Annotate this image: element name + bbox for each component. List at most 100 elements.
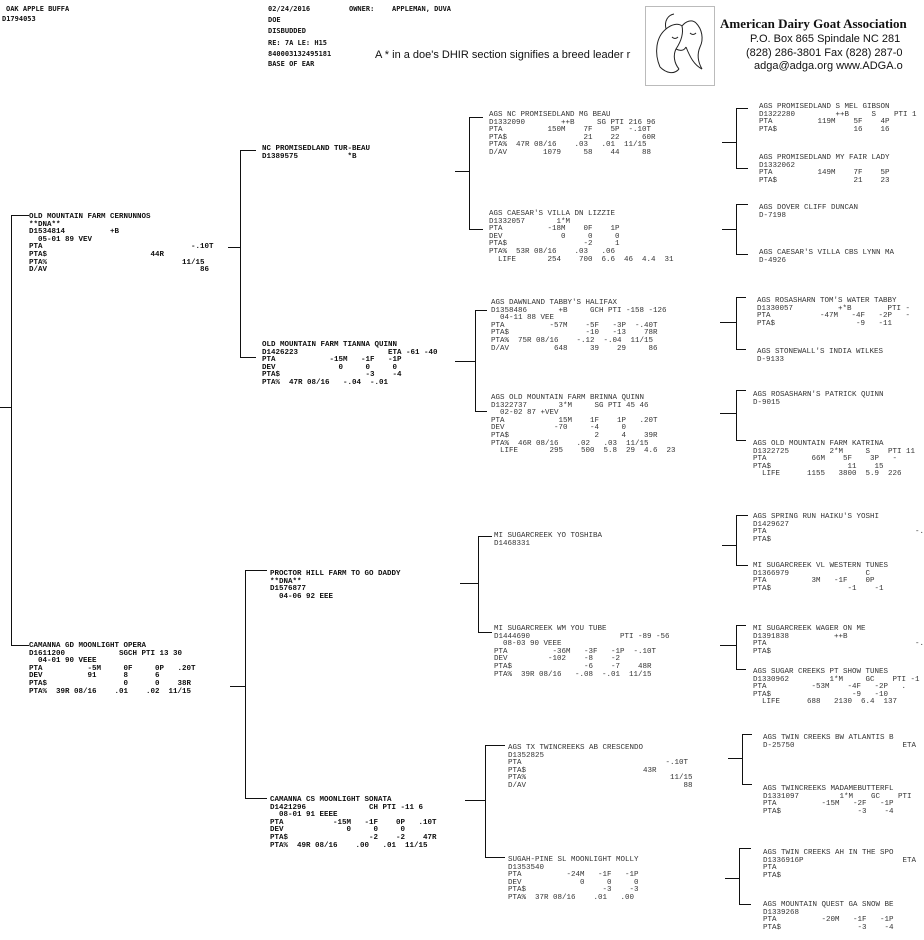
pedigree-connector — [0, 407, 11, 408]
pedigree-connector — [455, 171, 469, 172]
pedigree-connector — [720, 322, 736, 323]
pedigree-connector — [478, 536, 479, 632]
breed-leader-note: A * in a doe's DHIR section signifies a … — [375, 49, 631, 61]
tattoo: RE: 7A LE: H15 — [268, 39, 328, 47]
gen4-entry-14: AGS TWINCREEKS MADAMEBUTTERFL D1331097 1… — [763, 785, 912, 816]
pedigree-connector — [469, 117, 483, 118]
pedigree-connector — [469, 117, 470, 229]
pedigree-connector — [455, 361, 475, 362]
sire-sire-entry: NC PROMISEDLAND TUR-BEAU D1389575 *B — [262, 145, 371, 161]
pedigree-connector — [11, 215, 12, 645]
pedigree-connector — [742, 734, 752, 735]
pedigree-connector — [475, 310, 476, 411]
pedigree-connector — [11, 645, 29, 646]
microchip: 840003132495181 — [268, 50, 332, 58]
gen4-entry-5: AGS ROSASHARN TOM'S WATER TABBY D1330057… — [757, 297, 911, 328]
association-phone: (828) 286-3801 Fax (828) 287-0 — [746, 47, 903, 59]
pedigree-connector — [722, 545, 736, 546]
pedigree-connector — [736, 204, 748, 205]
chip-location: BASE OF EAR — [268, 60, 315, 68]
gen3-entry-7: AGS TX TWINCREEKS AB CRESCENDO D1352825 … — [508, 744, 693, 790]
gen4-entry-13: AGS TWIN CREEKS BW ATLANTIS B D-25750 ET… — [763, 734, 917, 750]
owner-label: OWNER: — [349, 5, 375, 13]
gen3-entry-5: MI SUGARCREEK YO TOSHIBA D1468331 — [494, 532, 603, 548]
pedigree-connector — [739, 848, 740, 904]
adga-logo — [645, 6, 715, 86]
pedigree-connector — [11, 215, 29, 216]
pedigree-connector — [736, 204, 737, 254]
gen4-entry-8: AGS OLD MOUNTAIN FARM KATRINA D1322725 2… — [753, 440, 916, 479]
pedigree-connector — [722, 229, 736, 230]
dam-sire-entry: PROCTOR HILL FARM TO GO DADDY **DNA** D1… — [270, 570, 401, 601]
gen4-entry-15: AGS TWIN CREEKS AH IN THE SPO D1336916P … — [763, 849, 917, 880]
pedigree-connector — [725, 878, 739, 879]
gen4-entry-16: AGS MOUNTAIN QUEST GA SNOW BE D1339268 P… — [763, 901, 894, 932]
pedigree-connector — [736, 108, 748, 109]
pedigree-connector — [739, 848, 751, 849]
date: 02/24/2016 — [268, 5, 311, 13]
pedigree-connector — [736, 297, 737, 349]
pedigree-connector — [485, 745, 505, 746]
sire-entry: OLD MOUNTAIN FARM CERNUNNOS **DNA** D153… — [29, 213, 214, 275]
dam-entry: CAMANNA GD MOONLIGHT OPERA D1611200 SGCH… — [29, 642, 196, 696]
pedigree-connector — [478, 536, 492, 537]
pedigree-connector — [742, 784, 752, 785]
pedigree-connector — [485, 857, 505, 858]
pedigree-connector — [720, 413, 736, 414]
pedigree-connector — [736, 669, 746, 670]
pedigree-connector — [736, 349, 746, 350]
pedigree-connector — [245, 570, 246, 798]
association-address: P.O. Box 865 Spindale NC 281 — [750, 33, 901, 45]
pedigree-connector — [245, 798, 267, 799]
animal-name: OAK APPLE BUFFA — [6, 5, 70, 13]
pedigree-connector — [722, 142, 736, 143]
gen4-entry-10: MI SUGARCREEK VL WESTERN TUNES D1366979 … — [753, 562, 889, 593]
pedigree-connector — [230, 686, 245, 687]
pedigree-connector — [736, 625, 746, 626]
gen3-entry-3: AGS DAWNLAND TABBY'S HALIFAX D1358486 +B… — [491, 299, 667, 353]
pedigree-connector — [469, 229, 483, 230]
pedigree-connector — [228, 247, 240, 248]
gen4-entry-11: MI SUGARCREEK WAGER ON ME D1391838 ++B P… — [753, 625, 924, 656]
pedigree-connector — [736, 440, 746, 441]
pedigree-connector — [478, 632, 492, 633]
pedigree-connector — [240, 150, 241, 357]
pedigree-connector — [742, 734, 743, 784]
pedigree-connector — [736, 625, 737, 669]
pedigree-connector — [736, 515, 748, 516]
gen3-entry-1: AGS NC PROMISEDLAND MG BEAU D1332090 ++B… — [489, 111, 656, 157]
dam-dam-entry: CAMANNA CS MOONLIGHT SONATA D1421296 CH … — [270, 796, 437, 850]
gen3-entry-8: SUGAH-PINE SL MOONLIGHT MOLLY D1353540 P… — [508, 856, 639, 902]
sire-dam-entry: OLD MOUNTAIN FARM TIANNA QUINN D1426223 … — [262, 341, 438, 387]
gen3-entry-6: MI SUGARCREEK WM YOU TUBE D1444690 PTI -… — [494, 625, 670, 679]
owner-name: APPLEMAN, DUVA — [392, 5, 452, 13]
pedigree-connector — [736, 515, 737, 565]
gen3-entry-2: AGS CAESAR'S VILLA DN LIZZIE D1332057 1*… — [489, 210, 674, 264]
association-web: adga@adga.org www.ADGA.o — [754, 60, 903, 72]
gen4-entry-2: AGS PROMISEDLAND MY FAIR LADY D1332062 P… — [759, 154, 890, 185]
pedigree-connector — [736, 168, 748, 169]
pedigree-connector — [736, 108, 737, 168]
gen4-entry-12: AGS SUGAR CREEKS PT SHOW TUNES D1330962 … — [753, 668, 920, 707]
gen4-entry-4: AGS CAESAR'S VILLA CBS LYNN MA D-4926 — [759, 249, 895, 265]
pedigree-connector — [736, 390, 737, 440]
pedigree-connector — [485, 745, 486, 857]
goat-heads-icon — [656, 13, 703, 74]
pedigree-connector — [736, 254, 748, 255]
gen4-entry-9: AGS SPRING RUN HAIKU'S YOSHI D1429627 PT… — [753, 513, 924, 544]
pedigree-connector — [736, 390, 746, 391]
pedigree-connector — [475, 411, 487, 412]
pedigree-connector — [240, 357, 256, 358]
sex: DOE — [268, 16, 281, 24]
pedigree-connector — [736, 297, 746, 298]
gen4-entry-1: AGS PROMISEDLAND S MEL GIBSON D1322280 +… — [759, 103, 917, 134]
pedigree-connector — [475, 310, 487, 311]
pedigree-connector — [245, 570, 267, 571]
animal-registration: D1794053 — [2, 15, 36, 23]
pedigree-connector — [728, 758, 742, 759]
pedigree-connector — [240, 150, 256, 151]
pedigree-connector — [736, 565, 748, 566]
gen4-entry-7: AGS ROSASHARN'S PATRICK QUINN D-9015 — [753, 391, 884, 407]
pedigree-connector — [739, 904, 751, 905]
pedigree-connector — [720, 645, 736, 646]
